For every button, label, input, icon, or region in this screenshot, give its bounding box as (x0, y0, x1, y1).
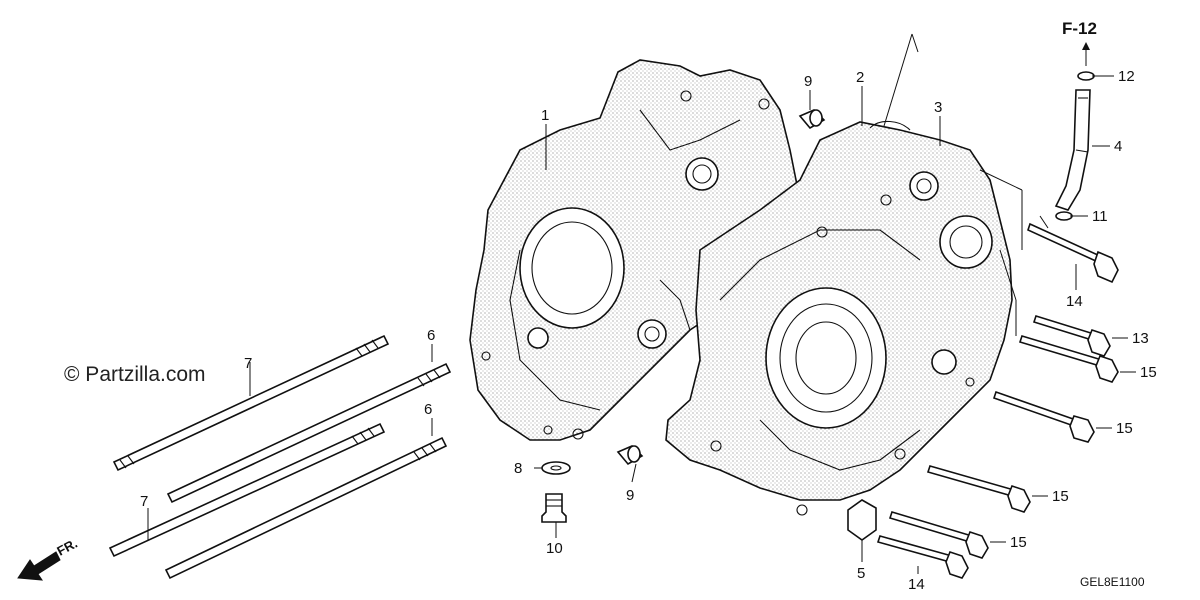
copyright-text: © Partzilla.com (64, 363, 206, 386)
reference-f12[interactable]: F-12 (1062, 19, 1097, 66)
flange-bolt-part-13[interactable] (1032, 315, 1111, 357)
front-label: FR. (54, 536, 80, 559)
callout-2[interactable]: 2 (856, 69, 864, 86)
front-direction-indicator: FR. (17, 536, 80, 581)
callout-15-b[interactable]: 15 (1116, 420, 1133, 437)
gasket-part-2[interactable] (869, 33, 919, 131)
callout-15-c[interactable]: 15 (1052, 488, 1069, 505)
stud-bolt-part-7-upper[interactable] (112, 334, 390, 472)
washer-part-8[interactable] (541, 461, 571, 475)
callout-13[interactable]: 13 (1132, 330, 1149, 347)
stud-bolt-part-7-lower[interactable] (108, 422, 386, 558)
diagram-code: GEL8E1100 (1080, 575, 1145, 589)
flange-bolt-part-15-b[interactable] (992, 390, 1095, 443)
callout-1[interactable]: 1 (541, 107, 549, 124)
callout-9-lower[interactable]: 9 (626, 487, 634, 504)
callout-5[interactable]: 5 (857, 565, 865, 582)
callout-15-a[interactable]: 15 (1140, 364, 1157, 381)
callout-7-lower[interactable]: 7 (140, 493, 148, 510)
flange-bolt-part-14-upper[interactable] (1027, 222, 1119, 284)
callout-6-lower[interactable]: 6 (424, 401, 432, 418)
callout-4[interactable]: 4 (1114, 138, 1122, 155)
callout-14-lower[interactable]: 14 (908, 576, 925, 593)
callout-10[interactable]: 10 (546, 540, 563, 557)
callout-9-upper[interactable]: 9 (804, 73, 812, 90)
leader-lines (147, 75, 1136, 574)
clip-part-12[interactable] (1077, 71, 1095, 81)
breather-tube-part-4[interactable] (1054, 89, 1091, 211)
guide-part-5[interactable] (847, 499, 877, 541)
stud-bolt-part-6-lower[interactable] (164, 436, 448, 580)
reference-label: F-12 (1062, 19, 1097, 38)
flange-bolt-part-15-d[interactable] (888, 511, 989, 559)
callout-15-d[interactable]: 15 (1010, 534, 1027, 551)
stud-bolt-part-6-upper[interactable] (166, 362, 452, 504)
callout-3[interactable]: 3 (934, 99, 942, 116)
front-arrow-icon (17, 551, 61, 581)
callout-12[interactable]: 12 (1118, 68, 1135, 85)
left-crankcase-part-1[interactable] (469, 59, 801, 441)
drain-bolt-part-10[interactable] (541, 493, 567, 523)
callout-6-upper[interactable]: 6 (427, 327, 435, 344)
flange-bolt-part-15-c[interactable] (926, 465, 1031, 513)
dowel-pin-part-9-lower[interactable] (616, 445, 644, 466)
flange-bolt-part-14-lower[interactable] (876, 535, 969, 579)
callout-7-upper[interactable]: 7 (244, 355, 252, 372)
callout-8[interactable]: 8 (514, 460, 522, 477)
callout-11[interactable]: 11 (1092, 208, 1108, 225)
right-crankcase-part-3[interactable] (665, 121, 1013, 516)
dowel-pin-part-9-upper[interactable] (798, 109, 826, 130)
callout-labels: 1 2 3 4 5 6 6 7 7 8 9 9 10 11 12 13 14 1… (140, 68, 1157, 593)
callout-14-upper[interactable]: 14 (1066, 293, 1083, 310)
flange-bolt-part-15-a[interactable] (1018, 335, 1119, 383)
clip-part-11[interactable] (1055, 211, 1073, 221)
